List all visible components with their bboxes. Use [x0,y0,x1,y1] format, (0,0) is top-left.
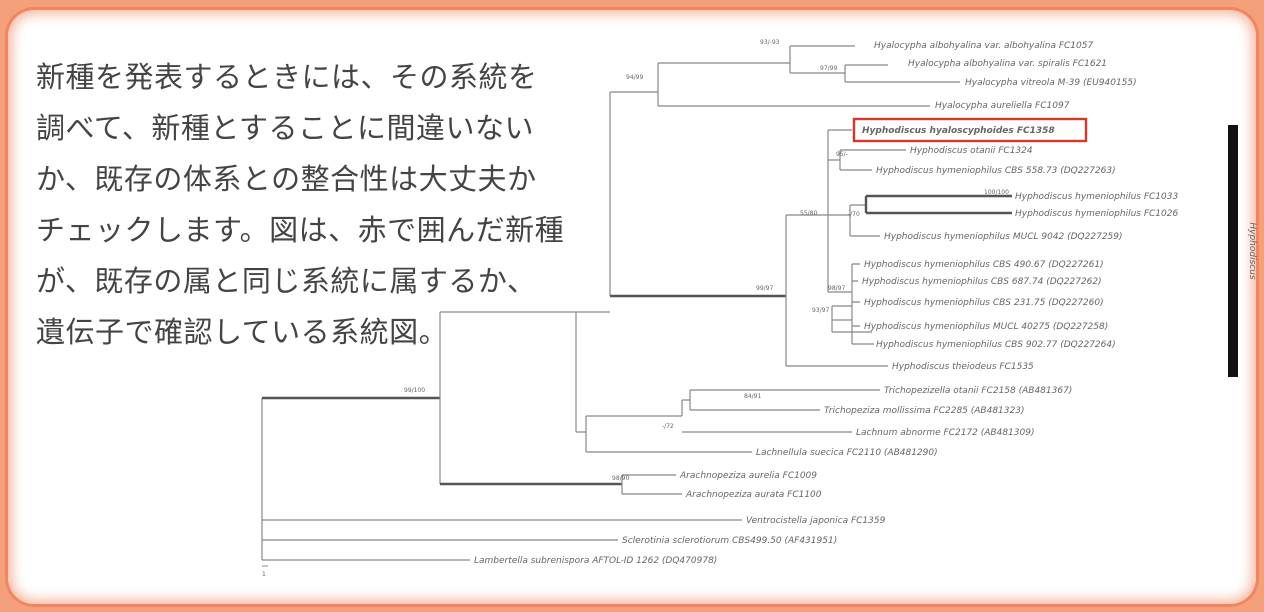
description-text: 新種を発表するときには、その系統を 調べて、新種とすることに間違いない か、既存… [36,52,576,358]
support-value: 93/97 [812,307,829,314]
support-value: 98/97 [828,285,845,292]
taxon-label: Trichopezizella otanii FC2158 (AB481367) [884,386,1072,396]
taxon-label: Hyphodiscus hymeniophilus CBS 490.67 (DQ… [864,260,1104,270]
taxon-label: Lachnellula suecica FC2110 (AB481290) [756,448,938,458]
taxon-label: Ventrocistella japonica FC1359 [746,516,886,526]
taxon-label: Hyalocypha albohyalina var. albohyalina … [874,41,1093,51]
description-line: チェックします。図は、赤で囲んだ新種 [36,213,565,247]
support-value: 98/90 [612,475,629,482]
taxon-label: Lachnum abnorme FC2172 (AB481309) [856,428,1034,438]
taxon-label: Hyalocypha albohyalina var. spiralis FC1… [908,59,1107,69]
taxon-label: Sclerotinia sclerotiorum CBS499.50 (AF43… [622,536,837,546]
new-species-label: Hyphodiscus hyaloscyphoides FC1358 [862,126,1055,136]
description-line: が、既存の属と同じ系統に属するか、 [36,264,537,298]
support-value: 99/97 [756,285,773,292]
support-value: 95/- [836,151,848,158]
support-value: 55/80 [800,210,817,217]
support-value: 93/-93 [760,39,780,46]
taxon-label: Hyphodiscus theiodeus FC1535 [892,362,1034,372]
taxon-label: Trichopeziza mollissima FC2285 (AB481323… [824,406,1024,416]
description-line: か、既存の体系との整合性は大丈夫か [36,162,537,196]
support-value: 100/100 [984,189,1009,196]
clade-bar [1228,125,1238,377]
description-line: 調べて、新種とすることに間違いない [36,111,535,145]
taxon-label: Arachnopeziza aurata FC1100 [685,490,822,500]
support-value: 94/99 [626,74,643,81]
clade-label: Hyphodiscus [1247,222,1257,280]
support-value: 99/100 [404,387,425,394]
taxon-label: Hyphodiscus hymeniophilus CBS 231.75 (DQ… [864,298,1104,308]
panel-frame: 新種を発表するときには、その系統を 調べて、新種とすることに間違いない か、既存… [8,10,1256,604]
taxon-label: Hyphodiscus hymeniophilus MUCL 9042 (DQ2… [884,232,1123,242]
description-line: 新種を発表するときには、その系統を [36,60,538,94]
description-line: 遺伝子で確認している系統図。 [36,315,449,349]
taxon-label: Arachnopeziza aurelia FC1009 [679,471,817,481]
taxon-label: Hyphodiscus otanii FC1324 [910,146,1033,156]
support-value: -/72 [662,423,674,430]
support-value: 84/91 [744,393,761,400]
taxon-label: Hyphodiscus hymeniophilus CBS 902.77 (DQ… [876,340,1116,350]
support-value: 97/99 [820,65,837,72]
scale-label: 1 [262,571,266,578]
taxon-label: Lambertella subrenispora AFTOL-ID 1262 (… [474,556,717,566]
taxon-label: Hyphodiscus hymeniophilus MUCL 40275 (DQ… [864,322,1108,332]
taxon-label: Hyphodiscus hymeniophilus FC1033 [1015,192,1178,202]
taxon-label: Hyalocypha aureliella FC1097 [935,101,1070,111]
taxon-label: Hyphodiscus hymeniophilus CBS 558.73 (DQ… [876,166,1116,176]
taxon-label: Hyphodiscus hymeniophilus FC1026 [1015,209,1178,219]
taxon-label: Hyalocypha vitreola M-39 (EU940155) [965,78,1137,88]
support-value: -/70 [848,211,860,218]
taxon-label: Hyphodiscus hymeniophilus CBS 687.74 (DQ… [862,277,1102,287]
new-species-highlight-box [852,117,1088,143]
